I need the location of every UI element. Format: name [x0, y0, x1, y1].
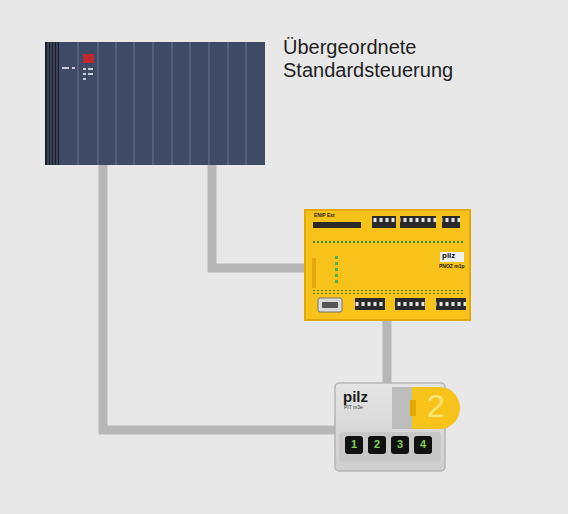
safety-controller	[305, 210, 470, 320]
safety-relay: pilzPNOZ m1p	[305, 210, 470, 320]
push-button: 2	[368, 436, 386, 454]
node-title: 2	[368, 438, 386, 451]
control-rack: Übergeordnete Standardsteuerung	[45, 42, 265, 165]
cable	[212, 165, 305, 268]
cable	[103, 165, 335, 430]
model-name: PIT m3e	[344, 405, 363, 411]
node-title: 4	[414, 438, 432, 451]
device-label: ENIP Ext	[314, 213, 335, 218]
push-button: 4	[414, 436, 432, 454]
node-title: pilz	[442, 251, 455, 260]
key-switch: 2	[412, 387, 460, 429]
push-button: 3	[391, 436, 409, 454]
model-name: PNOZ m1p	[439, 264, 465, 270]
push-button: 1	[345, 436, 363, 454]
node-title: Übergeordnete Standardsteuerung	[283, 36, 493, 82]
plc-rack	[45, 42, 265, 165]
cable	[383, 320, 392, 383]
node-title: 1	[345, 438, 363, 451]
node-title: 2	[412, 388, 460, 425]
node-title: pilz	[343, 388, 368, 405]
node-title: 3	[391, 438, 409, 451]
selector-switch: pilzPIT m3e21234	[335, 383, 445, 471]
mode-selector	[335, 383, 460, 471]
